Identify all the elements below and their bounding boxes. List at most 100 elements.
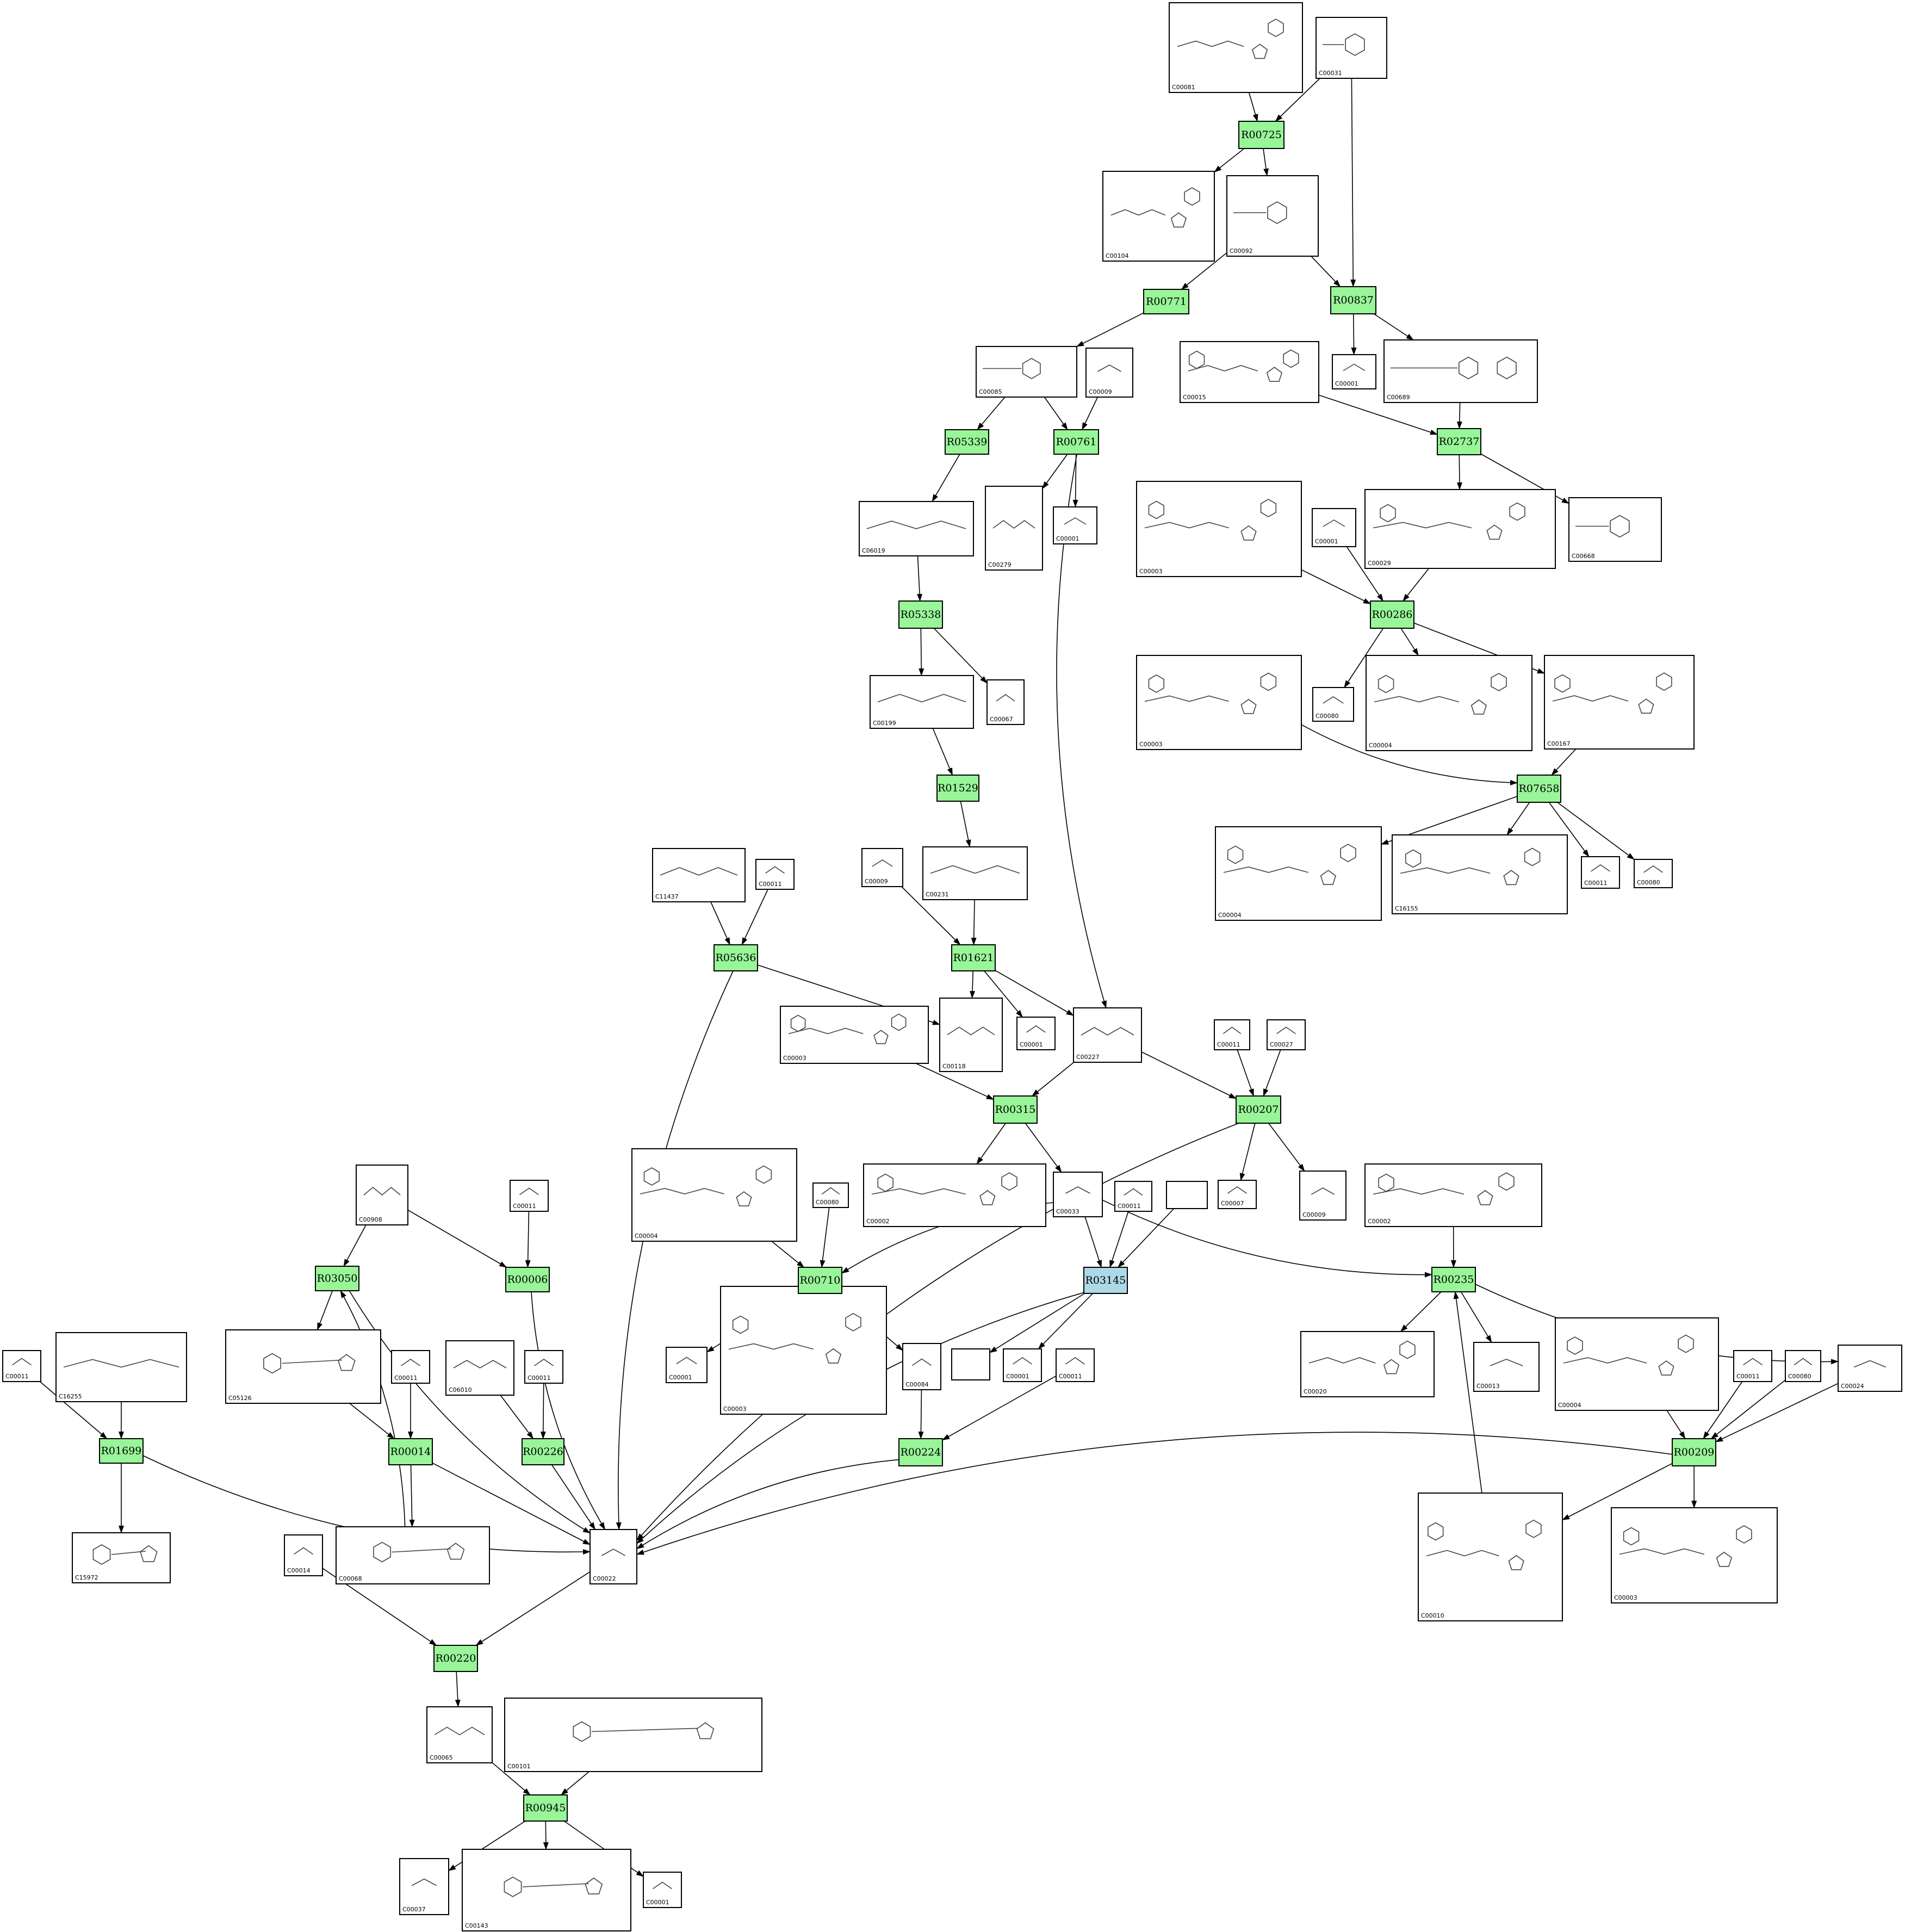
compound-c00011-node[interactable]: C00011 [1214, 1019, 1250, 1050]
compound-c00011-node[interactable]: C00011 [524, 1350, 563, 1384]
compound-c00001-node[interactable]: C00001 [1332, 354, 1376, 389]
compound-c00080-node[interactable]: C00080 [1312, 687, 1354, 722]
reaction-r00014-node[interactable]: R00014 [388, 1438, 433, 1465]
compound-c00011-node[interactable]: C00011 [2, 1350, 41, 1382]
reaction-r05338-node[interactable]: R05338 [898, 600, 943, 629]
compound-unlabeled-node[interactable] [1166, 1181, 1208, 1209]
compound-c00001-node[interactable]: C00001 [1003, 1348, 1042, 1382]
compound-c00020-node[interactable]: C00020 [1300, 1331, 1435, 1397]
compound-c00001-node[interactable]: C00001 [1016, 1017, 1056, 1050]
compound-c00024-node[interactable]: C00024 [1838, 1345, 1902, 1392]
compound-c00010-node[interactable]: C00010 [1418, 1493, 1563, 1621]
compound-c00004-node[interactable]: C00004 [1555, 1317, 1719, 1411]
compound-c00004-node[interactable]: C00004 [631, 1148, 797, 1242]
compound-c00009-node[interactable]: C00009 [1299, 1171, 1346, 1221]
reaction-r05339-node[interactable]: R05339 [945, 429, 989, 455]
compound-c00002-node[interactable]: C00002 [1364, 1163, 1542, 1227]
compound-c00199-node[interactable]: C00199 [870, 675, 974, 729]
compound-c00014-node[interactable]: C00014 [284, 1534, 323, 1576]
compound-c00101-node[interactable]: C00101 [504, 1698, 762, 1772]
reaction-r00710-node[interactable]: R00710 [798, 1267, 842, 1294]
compound-c00003-node[interactable]: C00003 [720, 1286, 887, 1415]
compound-c00118-node[interactable]: C00118 [939, 998, 1003, 1072]
compound-c00013-node[interactable]: C00013 [1473, 1342, 1540, 1392]
compound-c00003-node[interactable]: C00003 [1136, 655, 1302, 750]
compound-c00003-node[interactable]: C00003 [1136, 481, 1302, 577]
compound-c00011-node[interactable]: C00011 [1733, 1350, 1772, 1382]
compound-c00081-node[interactable]: C00081 [1169, 2, 1303, 93]
compound-c00011-node[interactable]: C00011 [1581, 856, 1620, 889]
compound-c00080-node[interactable]: C00080 [812, 1182, 849, 1208]
compound-c00002-node[interactable]: C00002 [863, 1163, 1046, 1227]
compound-c00143-node[interactable]: C00143 [462, 1849, 631, 1931]
compound-c00231-node[interactable]: C00231 [922, 846, 1028, 900]
compound-c00031-node[interactable]: C00031 [1315, 17, 1387, 79]
reaction-r00945-node[interactable]: R00945 [523, 1794, 568, 1822]
compound-c16155-node[interactable]: C16155 [1392, 834, 1568, 914]
compound-c00009-node[interactable]: C00009 [861, 848, 903, 887]
compound-c00027-node[interactable]: C00027 [1267, 1019, 1306, 1050]
reaction-r01529-node[interactable]: R01529 [936, 775, 979, 802]
compound-c00001-node[interactable]: C00001 [1053, 506, 1097, 544]
compound-c16255-node[interactable]: C16255 [55, 1332, 187, 1402]
compound-c00022-node[interactable]: C00022 [590, 1529, 637, 1584]
reaction-r00207-node[interactable]: R00207 [1236, 1095, 1281, 1124]
reaction-r00315-node[interactable]: R00315 [993, 1095, 1038, 1124]
compound-c00908-node[interactable]: C00908 [356, 1165, 408, 1225]
reaction-r00286-node[interactable]: R00286 [1370, 600, 1414, 629]
compound-c00067-node[interactable]: C00067 [986, 679, 1025, 725]
compound-c00003-node[interactable]: C00003 [1611, 1507, 1778, 1603]
reaction-r00235-node[interactable]: R00235 [1431, 1267, 1476, 1292]
compound-c15972-node[interactable]: C15972 [72, 1532, 171, 1583]
reaction-r00220-node[interactable]: R00220 [433, 1645, 478, 1672]
compound-c00167-node[interactable]: C00167 [1544, 655, 1695, 750]
compound-c00092-node[interactable]: C00092 [1226, 175, 1319, 257]
compound-c00227-node[interactable]: C00227 [1073, 1007, 1142, 1063]
reaction-r05636-node[interactable]: R05636 [713, 944, 758, 971]
compound-c00009-node[interactable]: C00009 [1085, 348, 1133, 398]
compound-c00085-node[interactable]: C00085 [976, 346, 1077, 398]
reaction-r00771-node[interactable]: R00771 [1143, 289, 1189, 314]
reaction-r03050-node[interactable]: R03050 [315, 1266, 359, 1291]
compound-c00011-node[interactable]: C00011 [1114, 1181, 1152, 1212]
compound-unlabeled-node[interactable] [951, 1348, 990, 1380]
reaction-r00224-node[interactable]: R00224 [898, 1438, 943, 1466]
compound-c00004-node[interactable]: C00004 [1366, 655, 1532, 751]
compound-c00668-node[interactable]: C00668 [1568, 497, 1662, 562]
reaction-r01699-node[interactable]: R01699 [99, 1438, 144, 1464]
compound-c00033-node[interactable]: C00033 [1053, 1172, 1103, 1217]
compound-c00037-node[interactable]: C00037 [399, 1858, 449, 1915]
compound-c00011-node[interactable]: C00011 [755, 859, 795, 890]
reaction-r00725-node[interactable]: R00725 [1238, 121, 1285, 149]
reaction-r01621-node[interactable]: R01621 [951, 944, 996, 971]
compound-c00029-node[interactable]: C00029 [1364, 489, 1556, 569]
compound-c00104-node[interactable]: C00104 [1102, 171, 1215, 262]
compound-c06019-node[interactable]: C06019 [859, 501, 974, 556]
compound-c00004-node[interactable]: C00004 [1215, 826, 1382, 921]
compound-c00080-node[interactable]: C00080 [1634, 859, 1673, 888]
compound-c00080-node[interactable]: C00080 [1785, 1350, 1821, 1382]
reaction-r00006-node[interactable]: R00006 [505, 1267, 550, 1292]
compound-c00001-node[interactable]: C00001 [643, 1872, 682, 1908]
compound-c06010-node[interactable]: C06010 [445, 1340, 514, 1396]
compound-c00065-node[interactable]: C00065 [426, 1706, 493, 1763]
reaction-r02737-node[interactable]: R02737 [1437, 428, 1481, 455]
reaction-r00226-node[interactable]: R00226 [522, 1438, 564, 1465]
compound-c00689-node[interactable]: C00689 [1383, 339, 1538, 403]
compound-c00007-node[interactable]: C00007 [1218, 1180, 1257, 1209]
reaction-r00837-node[interactable]: R00837 [1330, 286, 1376, 314]
reaction-r00209-node[interactable]: R00209 [1672, 1438, 1716, 1466]
compound-c00011-node[interactable]: C00011 [510, 1180, 549, 1212]
reaction-r07658-node[interactable]: R07658 [1517, 775, 1561, 803]
compound-c00068-node[interactable]: C00068 [336, 1526, 490, 1584]
reaction-r00761-node[interactable]: R00761 [1053, 429, 1099, 455]
compound-c05126-node[interactable]: C05126 [225, 1329, 381, 1404]
compound-c00001-node[interactable]: C00001 [666, 1347, 708, 1383]
compound-c00001-node[interactable]: C00001 [1312, 508, 1356, 547]
compound-c00011-node[interactable]: C00011 [1056, 1348, 1095, 1382]
reaction-r03145-node[interactable]: R03145 [1083, 1267, 1128, 1294]
compound-c11437-node[interactable]: C11437 [652, 848, 746, 902]
compound-c00015-node[interactable]: C00015 [1180, 341, 1319, 403]
compound-c00279-node[interactable]: C00279 [985, 486, 1043, 571]
compound-c00003-node[interactable]: C00003 [780, 1006, 929, 1064]
